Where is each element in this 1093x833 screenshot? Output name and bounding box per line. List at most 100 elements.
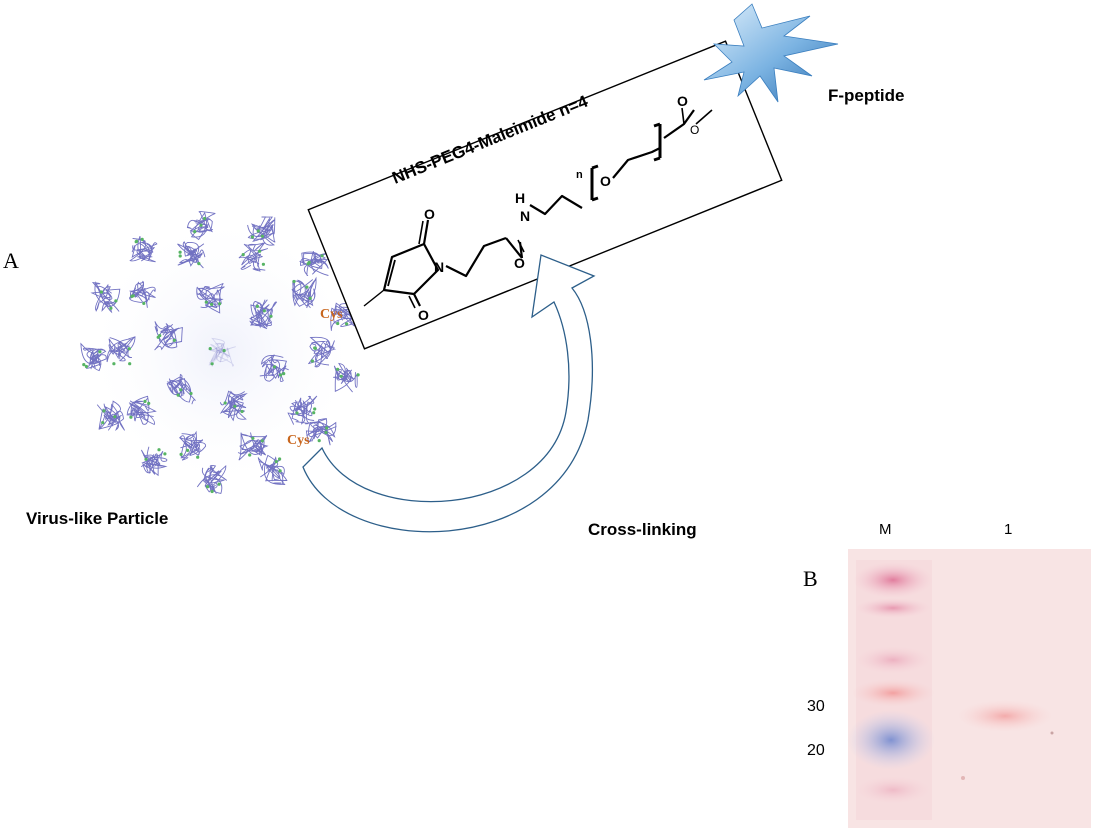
residue-dot: [179, 388, 183, 392]
residue-dot: [102, 409, 106, 413]
protein-ribbon: [311, 421, 331, 446]
protein-ribbon: [257, 457, 286, 486]
residue-dot: [114, 299, 118, 303]
protein-cluster: [291, 276, 317, 309]
protein-ribbon: [289, 395, 315, 424]
protein-ribbon: [108, 342, 128, 356]
protein-ribbon: [168, 381, 183, 397]
residue-dot: [261, 262, 265, 266]
residue-dot: [223, 401, 227, 405]
atom-n-subscript: n: [576, 169, 583, 181]
crosslink-label: Cross-linking: [588, 520, 697, 539]
residue-dot: [157, 448, 161, 452]
protein-ribbon: [89, 354, 107, 366]
residue-dot: [127, 347, 131, 351]
atom-n-imide: N: [434, 259, 444, 275]
residue-dot: [222, 349, 226, 353]
residue-dot: [274, 460, 278, 464]
residue-dot: [199, 223, 203, 227]
protein-ribbon: [299, 251, 323, 269]
protein-ribbon: [190, 211, 209, 238]
protein-ribbon: [338, 362, 353, 393]
protein-ribbon: [88, 348, 107, 372]
residue-dot: [260, 234, 264, 238]
residue-dot: [196, 455, 200, 459]
protein-ribbon: [204, 466, 222, 489]
residue-dot: [147, 401, 151, 405]
protein-ribbon: [154, 321, 178, 349]
crosslink-arrow: [302, 254, 596, 533]
residue-dot: [206, 485, 210, 489]
protein-cluster: [166, 373, 196, 405]
residue-dot: [128, 362, 132, 366]
protein-ribbon: [306, 424, 334, 442]
residue-dot: [233, 404, 237, 408]
atom-o-imide-top: O: [424, 206, 435, 222]
residue-dot: [307, 260, 311, 264]
residue-dot: [279, 373, 283, 377]
residue-dot: [339, 374, 343, 378]
protein-cluster: [208, 337, 236, 367]
residue-dot: [308, 296, 312, 300]
peptide-starburst-icon: [703, 3, 839, 103]
atom-n-amide: N: [520, 208, 530, 224]
peptide-label: F-peptide: [828, 86, 905, 105]
residue-dot: [313, 407, 317, 411]
residue-dot: [317, 439, 321, 443]
protein-ribbon: [249, 312, 272, 330]
residue-dot: [176, 393, 180, 397]
protein-cluster: [299, 251, 329, 276]
protein-ribbon: [179, 430, 200, 456]
residue-dot: [143, 399, 147, 403]
protein-ribbon: [181, 433, 207, 453]
protein-ribbon: [94, 281, 112, 307]
protein-cluster: [179, 430, 207, 461]
protein-ribbon: [134, 280, 156, 304]
residue-dot: [258, 249, 262, 253]
protein-ribbon: [314, 343, 337, 366]
marker-label-30: 30: [807, 698, 825, 715]
residue-dot: [269, 314, 273, 318]
protein-ribbon: [95, 283, 121, 314]
protein-ribbon: [238, 242, 266, 263]
protein-cluster: [305, 418, 337, 446]
protein-ribbon: [250, 299, 271, 329]
protein-ribbon: [90, 289, 120, 312]
residue-dot: [218, 302, 222, 306]
protein-ribbon: [258, 216, 273, 241]
protein-ribbon: [189, 439, 204, 457]
protein-ribbon: [205, 286, 225, 307]
residue-dot: [99, 290, 103, 294]
protein-cluster: [154, 321, 183, 351]
residue-dot: [179, 452, 183, 456]
protein-cluster: [80, 342, 107, 372]
residue-dot: [172, 338, 176, 342]
residue-dot: [193, 230, 197, 234]
marker-label-20: 20: [807, 742, 825, 759]
protein-ribbon: [219, 390, 248, 414]
residue-dot: [336, 367, 340, 371]
residue-dot: [278, 469, 282, 473]
protein-ribbon: [190, 226, 213, 241]
protein-ribbon: [140, 449, 159, 474]
protein-cluster: [126, 395, 157, 426]
protein-cluster: [196, 282, 225, 314]
protein-cluster: [196, 464, 228, 494]
protein-ribbon: [137, 236, 153, 260]
protein-ribbon: [300, 253, 327, 268]
residue-dot: [262, 309, 266, 313]
protein-cluster: [259, 354, 289, 382]
protein-cluster: [186, 211, 216, 241]
protein-ribbon: [196, 286, 224, 309]
residue-dot: [312, 411, 316, 415]
protein-ribbon: [166, 378, 187, 397]
chemical-structure: [363, 107, 713, 309]
structure-atom-labels: O O N O N H O n O O: [418, 93, 699, 323]
residue-dot: [142, 301, 146, 305]
protein-ribbon: [250, 439, 267, 457]
protein-ribbon: [249, 300, 273, 328]
residue-dot: [113, 415, 117, 419]
protein-ribbon: [307, 340, 335, 368]
residue-dot: [178, 250, 182, 254]
atom-o-ester-carbonyl: O: [677, 93, 688, 109]
